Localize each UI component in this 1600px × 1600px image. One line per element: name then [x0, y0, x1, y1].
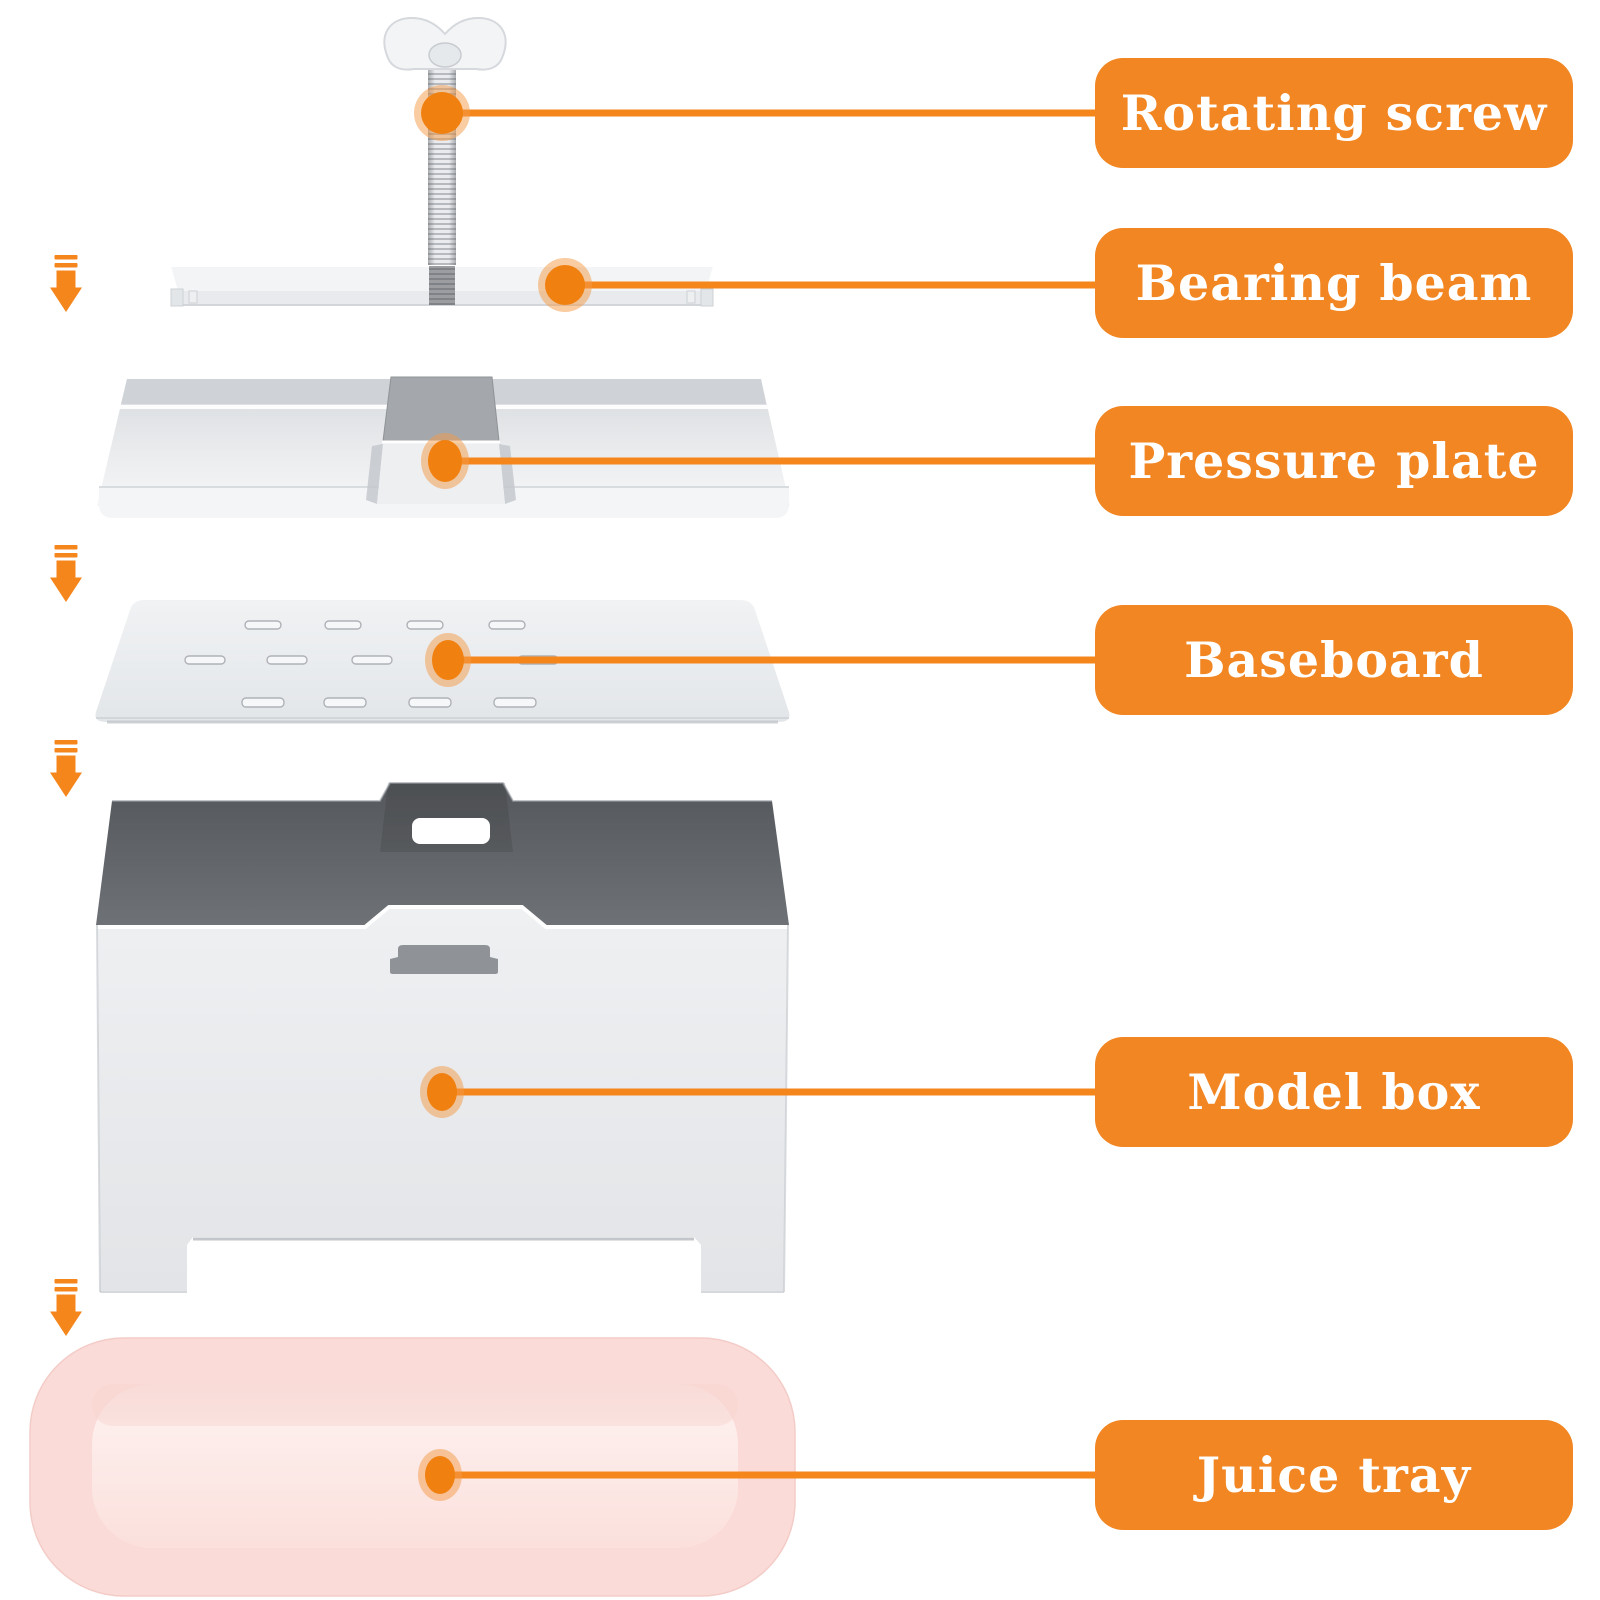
down-arrow-icon	[50, 255, 82, 312]
callout-dot-icon	[421, 92, 463, 134]
callout-dot-icon	[432, 640, 464, 680]
part-label-text: Rotating screw	[1120, 83, 1548, 142]
callout-dot-icon	[425, 1456, 455, 1494]
callout-dots	[421, 92, 585, 1494]
part-label-text: Baseboard	[1184, 630, 1484, 689]
assembly-arrows	[50, 255, 82, 1336]
part-label-pressure-plate: Pressure plate	[1095, 406, 1573, 516]
down-arrow-icon	[50, 545, 82, 602]
part-label-model-box: Model box	[1095, 1037, 1573, 1147]
model-box-graphic	[96, 782, 789, 1293]
part-label-bearing-beam: Bearing beam	[1095, 228, 1573, 338]
callout-dot-icon	[545, 265, 585, 305]
down-arrow-icon	[50, 740, 82, 797]
leader-lines	[440, 109, 1098, 1479]
juice-tray-graphic	[29, 1337, 796, 1597]
part-label-juice-tray: Juice tray	[1095, 1420, 1573, 1530]
part-label-text: Model box	[1187, 1062, 1481, 1121]
part-label-text: Juice tray	[1196, 1445, 1472, 1504]
part-label-baseboard: Baseboard	[1095, 605, 1573, 715]
part-label-text: Pressure plate	[1128, 431, 1540, 490]
rotating-screw-graphic	[383, 16, 507, 268]
callout-dot-icon	[428, 440, 462, 482]
down-arrow-icon	[50, 1279, 82, 1336]
part-label-rotating-screw: Rotating screw	[1095, 58, 1573, 168]
callout-dot-icon	[427, 1073, 457, 1111]
part-label-text: Bearing beam	[1135, 253, 1533, 312]
